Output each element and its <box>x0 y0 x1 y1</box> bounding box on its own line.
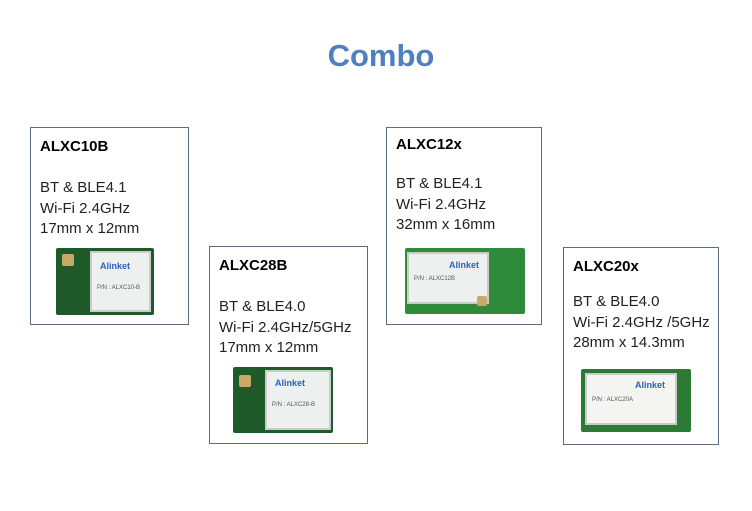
spec-bluetooth: BT & BLE4.1 <box>40 179 127 196</box>
module-shield: Alinket P/N : ALXC28-B <box>265 370 331 430</box>
spec-wifi: Wi-Fi 2.4GHz <box>40 199 130 217</box>
antenna-connector <box>239 375 251 387</box>
module-shield: Alinket P/N : ALXC20A <box>585 373 677 425</box>
product-specs: BT & BLE4.1 Wi-Fi 2.4GHz 17mm x 12mm <box>40 178 139 240</box>
module-shield: Alinket P/N : ALXC10-B <box>90 251 151 312</box>
module-logo: Alinket <box>275 378 306 388</box>
page-title: Combo <box>327 38 435 73</box>
product-specs: BT & BLE4.0 Wi-Fi 2.4GHz /5GHz 28mm x 14… <box>573 292 710 354</box>
module-pn: P/N : ALXC10-B <box>97 285 141 291</box>
spec-wifi: Wi-Fi 2.4GHz/5GHz <box>219 318 352 336</box>
spec-size: 17mm x 12mm <box>219 339 319 356</box>
product-name: ALXC10B <box>40 138 109 155</box>
antenna-connector <box>62 254 74 266</box>
product-name: ALXC12x <box>396 136 462 153</box>
product-specs: BT & BLE4.1 Wi-Fi 2.4GHz 32mm x 16mm <box>396 174 495 236</box>
product-specs: BT & BLE4.0 Wi-Fi 2.4GHz/5GHz 17mm x 12m… <box>219 297 352 359</box>
spec-size: 32mm x 16mm <box>396 216 496 233</box>
spec-bluetooth: BT & BLE4.1 <box>396 175 483 192</box>
module-image: Alinket P/N : ALXC28-B <box>233 367 333 433</box>
module-image: Alinket P/N : ALXC20A <box>581 369 691 432</box>
product-card-alxc20x: ALXC20x BT & BLE4.0 Wi-Fi 2.4GHz /5GHz 2… <box>563 247 719 445</box>
module-pn: P/N : ALXC28-B <box>272 402 316 408</box>
module-logo: Alinket <box>635 380 666 390</box>
spec-bluetooth: BT & BLE4.0 <box>219 298 306 315</box>
module-logo: Alinket <box>100 261 131 271</box>
spec-size: 17mm x 12mm <box>40 220 140 237</box>
module-logo: Alinket <box>449 260 480 270</box>
module-image: Alinket P/N : ALXC12B <box>405 248 525 314</box>
module-image: Alinket P/N : ALXC10-B <box>56 248 154 315</box>
product-card-alxc28b: ALXC28B BT & BLE4.0 Wi-Fi 2.4GHz/5GHz 17… <box>209 246 368 444</box>
product-card-alxc12x: ALXC12x BT & BLE4.1 Wi-Fi 2.4GHz 32mm x … <box>386 127 542 325</box>
product-name: ALXC28B <box>219 257 288 274</box>
module-pn: P/N : ALXC20A <box>592 397 634 403</box>
antenna-connector <box>477 296 487 306</box>
product-name: ALXC20x <box>573 258 639 275</box>
product-card-alxc10b: ALXC10B BT & BLE4.1 Wi-Fi 2.4GHz 17mm x … <box>30 127 189 325</box>
module-pn: P/N : ALXC12B <box>414 276 456 282</box>
spec-bluetooth: BT & BLE4.0 <box>573 293 660 310</box>
spec-wifi: Wi-Fi 2.4GHz <box>396 195 486 213</box>
spec-size: 28mm x 14.3mm <box>573 334 685 351</box>
module-shield: Alinket P/N : ALXC12B <box>407 252 489 304</box>
spec-wifi: Wi-Fi 2.4GHz /5GHz <box>573 313 710 331</box>
